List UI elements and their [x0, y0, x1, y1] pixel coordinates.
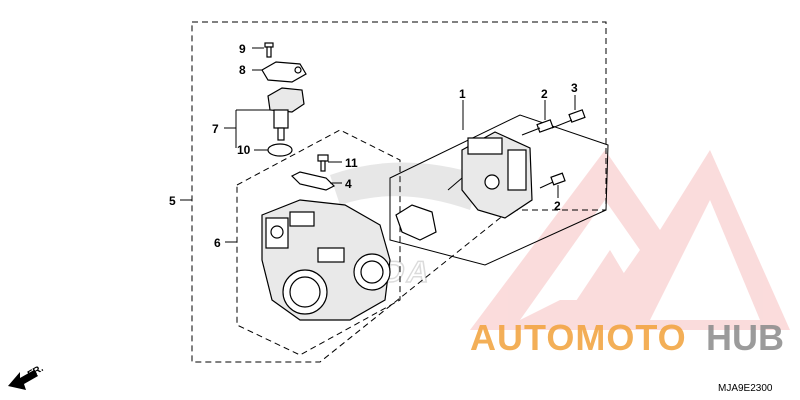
front-direction-arrow: FR.: [8, 363, 46, 390]
callout-5: 5: [169, 194, 176, 208]
part-4-bracket: [290, 171, 336, 191]
part-10-oring: [267, 143, 293, 157]
gasket: [395, 204, 437, 241]
assembly-outline-6: [236, 129, 401, 356]
callout-8: 8: [239, 63, 246, 77]
part-8-plate: [261, 61, 307, 83]
part-6-throttle-body: [261, 199, 391, 321]
callout-1: 1: [459, 87, 466, 101]
callout-2b: 2: [554, 199, 561, 213]
watermark-brand-right: HUB: [706, 317, 784, 358]
part-9-screw: [264, 42, 274, 58]
watermark-brand: AUTOMOTO HUB: [470, 317, 784, 358]
assembly-outline-1: [389, 114, 609, 266]
callout-4: 4: [345, 177, 352, 191]
diagram-code: MJA9E2300: [718, 383, 773, 394]
callout-6: 6: [214, 236, 221, 250]
callout-11: 11: [345, 156, 358, 170]
assembly-outline-5: [191, 21, 607, 363]
part-3-bolt: [551, 109, 586, 129]
watermark-logo: [470, 150, 790, 330]
part-2-screw-lower: [539, 172, 566, 189]
part-1-sensor-unit: [447, 131, 533, 219]
callout-7: 7: [212, 122, 219, 136]
part-7-sensor: [267, 87, 305, 141]
callout-9: 9: [239, 42, 246, 56]
callout-10: 10: [237, 143, 251, 157]
callout-2a: 2: [541, 87, 548, 101]
part-11-bolt: [317, 154, 329, 172]
direction-label: FR.: [26, 363, 46, 381]
part-2-screw-upper: [521, 119, 554, 136]
watermark-brand-left: AUTOMOTO: [470, 317, 687, 358]
callout-3: 3: [571, 81, 578, 95]
